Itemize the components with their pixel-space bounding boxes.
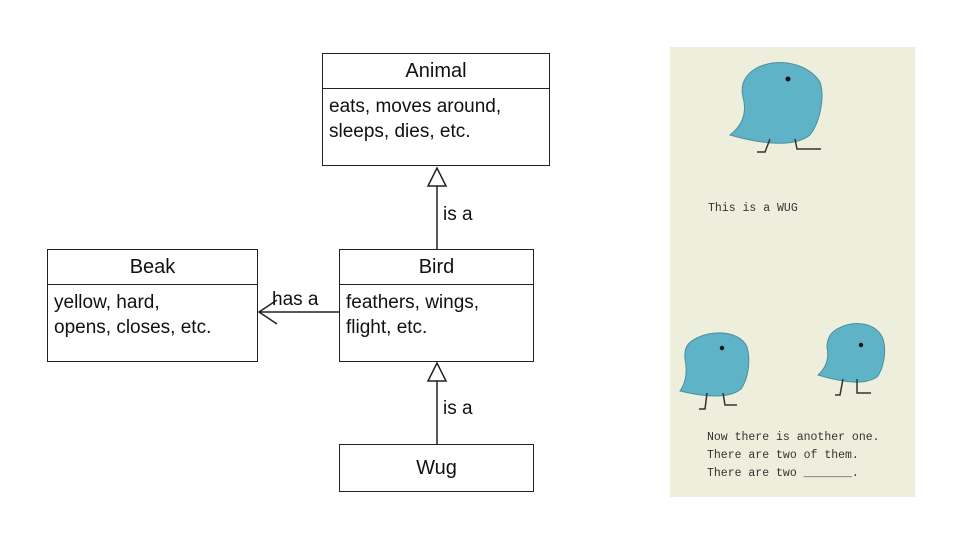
is-a-label: is a xyxy=(443,398,473,419)
animal-class-attributes: eats, moves around, sleeps, dies, etc. xyxy=(323,89,549,149)
bird-class-box: Bird feathers, wings, flight, etc. xyxy=(339,249,534,362)
beak-attr-line: opens, closes, etc. xyxy=(54,317,212,338)
wug-caption-2: Now there is another one. There are two … xyxy=(707,429,880,483)
animal-attr-line: eats, moves around, xyxy=(329,96,502,117)
beak-attr-line: yellow, hard, xyxy=(54,292,160,313)
class-diagram: Animal eats, moves around, sleeps, dies,… xyxy=(47,53,550,492)
animal-attr-line: sleeps, dies, etc. xyxy=(329,121,471,142)
bird-class-attributes: feathers, wings, flight, etc. xyxy=(340,285,533,345)
beak-class-box: Beak yellow, hard, opens, closes, etc. xyxy=(47,249,258,362)
has-a-label: has a xyxy=(272,289,319,310)
animal-class-title: Animal xyxy=(323,54,549,89)
wug-caption-line: There are two of them. xyxy=(707,449,859,462)
bird-animal-arrowhead xyxy=(426,166,448,187)
wug-bird-illustration xyxy=(816,323,886,396)
wug-class-title: Wug xyxy=(416,457,457,479)
wug-class-box: Wug xyxy=(339,444,534,492)
bird-attr-line: flight, etc. xyxy=(346,317,428,338)
beak-class-title: Beak xyxy=(48,250,257,285)
is-a-label: is a xyxy=(443,204,473,225)
wug-bird-illustration xyxy=(728,62,823,153)
bird-attr-line: feathers, wings, xyxy=(346,292,480,313)
connectors xyxy=(257,166,448,444)
beak-class-attributes: yellow, hard, opens, closes, etc. xyxy=(48,285,257,345)
wug-test-panel: This is a WUG Now there is another one. … xyxy=(670,47,915,497)
wug-caption-line: Now there is another one. xyxy=(707,431,880,444)
wug-bird-arrowhead xyxy=(426,361,448,382)
wug-bird-illustration xyxy=(679,332,750,410)
animal-class-box: Animal eats, moves around, sleeps, dies,… xyxy=(322,53,550,166)
wug-caption-1: This is a WUG xyxy=(708,202,798,215)
bird-class-title: Bird xyxy=(340,250,533,285)
wug-caption-line: There are two _______. xyxy=(707,467,859,480)
bird-beak-arrowhead xyxy=(257,299,278,325)
